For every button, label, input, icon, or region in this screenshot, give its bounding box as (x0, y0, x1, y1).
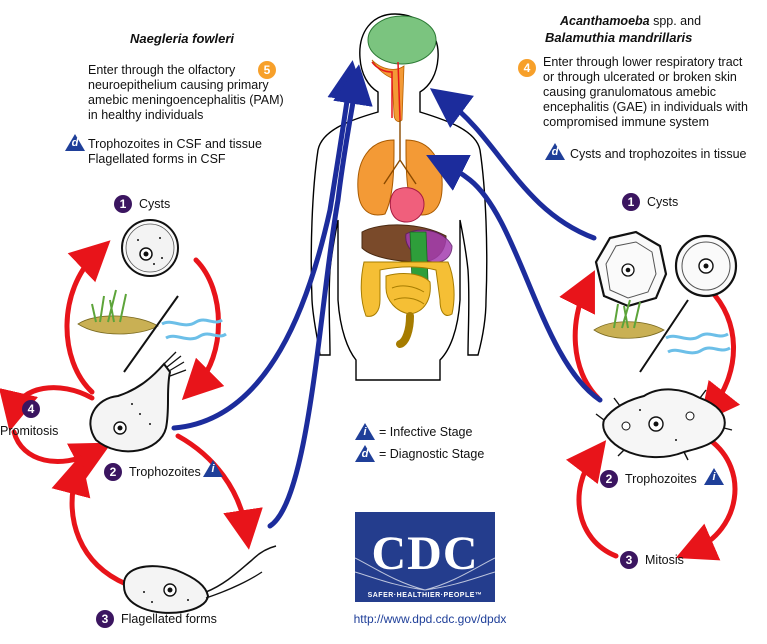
small-intestine (385, 273, 431, 315)
arrow-troph-to-mitosis (675, 437, 738, 561)
divider-slash (123, 295, 179, 373)
promitosis-label: Promitosis (0, 424, 59, 438)
naegleria-diag-line-1: Trophozoites in CSF and tissue (88, 137, 262, 151)
arrow-flagellated-to-troph (51, 454, 129, 587)
right-step-2-badge: 2 (600, 470, 618, 488)
arrow-troph-to-promitosis (0, 385, 95, 432)
arrow-troph-to-flagellated (175, 433, 263, 550)
nasal-passage (371, 59, 405, 122)
naegleria-diag-line-2: Flagellated forms in CSF (88, 152, 226, 166)
right-cycle-arrows (559, 270, 741, 561)
human-body (310, 13, 488, 381)
legend-infective-text: = Infective Stage (379, 425, 473, 439)
left-trophozoites-label: Trophozoites (129, 465, 201, 479)
acanthamoeba-title: Acanthamoeba (560, 14, 650, 28)
cdc-tagline: SAFER·HEALTHIER·PEOPLE™ (367, 592, 483, 599)
right-trophozoites-label: Trophozoites (625, 472, 697, 486)
left-environment (77, 289, 227, 373)
cdc-letters: CDC (371, 527, 479, 580)
brain (367, 15, 437, 65)
naegleria-title: Naegleria fowleri (130, 31, 235, 46)
acanthamoeba-title-line: Acanthamoeba spp. and (560, 14, 701, 29)
left-step-1-badge: 1 (114, 195, 132, 213)
infective-stage-marker-right: i (704, 468, 724, 485)
naegleria-trophozoite (89, 351, 187, 453)
left-step-2-badge: 2 (104, 463, 122, 481)
legend-diagnostic-marker: d (355, 445, 375, 462)
diagnostic-stage-marker-left: d (65, 134, 85, 151)
acanth-entry-line-3: causing granulomatous amebic (543, 85, 717, 99)
esophagus-region (409, 231, 429, 281)
arrow-troph-to-lung (426, 155, 603, 403)
step-4-promitosis-badge: 4 (22, 400, 40, 418)
arrow-mitosis-to-troph (565, 440, 619, 559)
arrow-troph-to-cyst-right (559, 270, 601, 401)
naegleria-entry-line-4: in healthy individuals (88, 108, 204, 122)
right-environment (593, 299, 731, 373)
acanth-entry-line-5: compromised immune system (543, 115, 710, 129)
acanthamoeba-trophozoite (595, 388, 733, 461)
infection-arrows (171, 60, 603, 529)
naegleria-entry-line-3: amebic meningoencephalitis (PAM) (88, 93, 284, 107)
flagellated-forms-label: Flagellated forms (121, 612, 217, 626)
left-step-3-badge: 3 (96, 610, 114, 628)
balamuthia-title: Balamuthia mandrillaris (545, 30, 693, 45)
diagnostic-stage-marker-right: d (545, 143, 565, 160)
cdc-logo-stripes (355, 512, 495, 602)
acanth-entry-line-1: Enter through lower respiratory tract (543, 55, 743, 69)
source-url[interactable]: http://www.dpd.cdc.gov/dpdx (353, 612, 507, 626)
arrow-flagellated-to-nose (267, 64, 373, 529)
left-lung (357, 139, 395, 216)
balamuthia-cyst (674, 234, 738, 298)
naegleria-cyst (121, 219, 179, 277)
right-cysts-label: Cysts (647, 195, 679, 209)
acanthamoeba-cyst (594, 230, 668, 308)
mitosis-label: Mitosis (645, 553, 684, 567)
naegleria-flagellated-form (122, 545, 277, 614)
naegleria-entry-line-2: neuroepithelium causing primary (88, 78, 269, 92)
large-intestine (360, 261, 455, 317)
infective-stage-marker-left: i (203, 460, 223, 477)
legend-infective-marker: i (355, 423, 375, 440)
right-step-1-badge: 1 (622, 193, 640, 211)
legend-diagnostic-text: = Diagnostic Stage (379, 447, 485, 461)
arrow-troph-to-cyst (64, 240, 111, 395)
acanthamoeba-title-suffix: spp. and (649, 14, 702, 28)
cdc-logo: CDC SAFER·HEALTHIER·PEOPLE™ (355, 512, 495, 602)
arrow-troph-to-nose (171, 60, 368, 431)
step-4-entry-badge: 4 (518, 59, 536, 77)
arrow-cyst-to-airway (429, 88, 597, 241)
step-5-badge: 5 (258, 61, 276, 79)
acanth-entry-line-2: or through ulcerated or broken skin (543, 70, 737, 84)
arrow-cyst-to-troph-right (699, 287, 741, 424)
heart (389, 187, 425, 223)
acanth-diag-text: Cysts and trophozoites in tissue (570, 147, 747, 161)
left-cysts-label: Cysts (139, 197, 171, 211)
acanth-entry-line-4: encephalitis (GAE) in individuals with (543, 100, 748, 114)
right-step-3-badge: 3 (620, 551, 638, 569)
naegleria-entry-line-1: Enter through the olfactory (88, 63, 236, 77)
